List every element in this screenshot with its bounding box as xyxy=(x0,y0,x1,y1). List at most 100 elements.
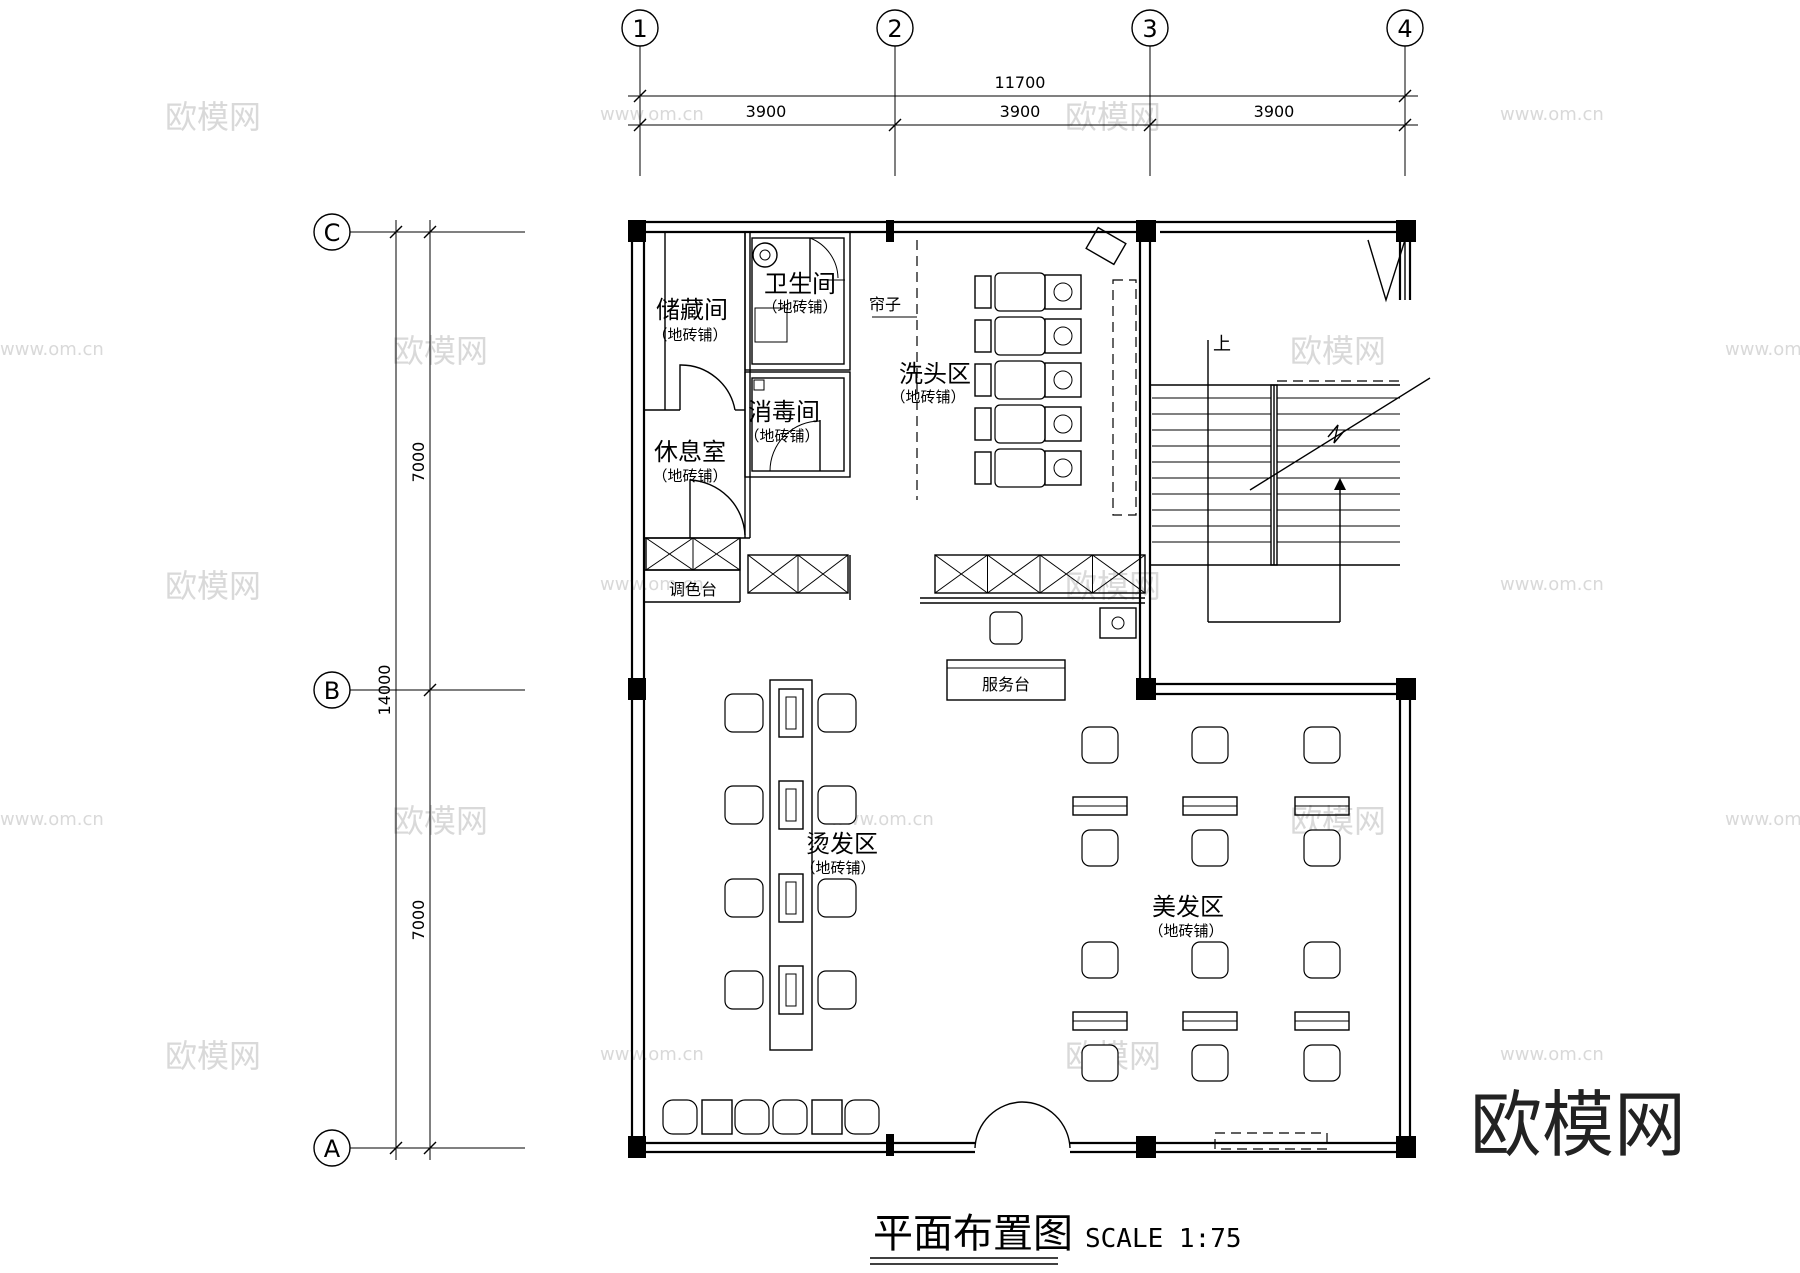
entry-door-right xyxy=(1021,1101,1071,1149)
wash-chair xyxy=(994,316,1046,356)
watermark-url: www.om.cn xyxy=(1725,339,1800,360)
cut-area: 美发区 （地砖铺） xyxy=(1072,726,1350,1150)
wash-footrest xyxy=(974,275,992,309)
perm-chair xyxy=(724,693,764,733)
wash-basin xyxy=(1044,274,1082,310)
cut-chair xyxy=(1303,726,1341,764)
axis-label-a: A xyxy=(324,1135,341,1163)
service-rooms: 调色台 储藏间 （地砖铺） 卫生间 （地砖铺） 消毒间 （地砖铺） 休息室 （地… xyxy=(644,231,851,603)
side-table xyxy=(701,1099,733,1135)
room-floor-note: （地砖铺） xyxy=(762,298,837,316)
axis-label-3: 3 xyxy=(1142,15,1157,43)
wash-chair xyxy=(994,272,1046,312)
desk-chair xyxy=(989,611,1023,645)
watermark-url: www.om.cn xyxy=(600,104,704,125)
perm-chair xyxy=(817,970,857,1010)
wash-footrest xyxy=(974,363,992,397)
watermark-brand: 欧模网 xyxy=(165,1037,261,1075)
column xyxy=(886,220,894,242)
toilet-fixture-icon xyxy=(752,242,778,268)
perm-chair xyxy=(817,878,857,918)
wash-chair xyxy=(994,360,1046,400)
stair-arrow-icon xyxy=(1334,478,1346,490)
perm-stations xyxy=(724,688,857,1015)
room-floor-note: （地砖铺） xyxy=(890,388,965,406)
wash-footrest xyxy=(974,319,992,353)
perm-chair xyxy=(724,970,764,1010)
drawing-title: 平面布置图 xyxy=(873,1211,1073,1257)
cut-chair xyxy=(1191,726,1229,764)
dimension-lines: 11700 3900 3900 3900 14000 7000 7000 xyxy=(375,73,1418,1160)
label-service: 服务台 xyxy=(982,675,1030,694)
toilet-room xyxy=(744,231,851,371)
counter-cross xyxy=(1039,554,1093,594)
wash-station-group xyxy=(974,272,1082,488)
wash-chair xyxy=(994,404,1046,444)
axis-label-2: 2 xyxy=(887,15,902,43)
cabinet xyxy=(1085,226,1127,266)
waiting-chair xyxy=(772,1099,808,1135)
wash-basin xyxy=(1044,362,1082,398)
label-palette: 调色台 xyxy=(669,580,717,599)
waiting-chair xyxy=(662,1099,698,1135)
stair-handrail xyxy=(1270,384,1278,566)
wash-basin-bowl xyxy=(1053,414,1073,434)
sterilize-room-inner xyxy=(751,377,845,472)
perm-dryer xyxy=(778,965,804,1015)
counter-cross xyxy=(934,554,988,594)
label-curtain: 帘子 xyxy=(869,295,901,314)
cut-chair xyxy=(1191,941,1229,979)
watermark-url: www.om.cn xyxy=(600,1044,704,1065)
perm-chair xyxy=(724,785,764,825)
room-label-perm: 烫发区 xyxy=(806,830,878,858)
room-label-lounge: 休息室 xyxy=(654,438,726,466)
title-block: 平面布置图 SCALE 1:75 xyxy=(870,1211,1242,1265)
wash-footrest xyxy=(974,407,992,441)
wash-footrest xyxy=(974,451,992,485)
watermark-url: www.om.cn xyxy=(1500,1044,1604,1065)
stair-treads xyxy=(1152,397,1400,543)
axis-grid: 1 2 3 4 C B A xyxy=(313,9,1424,1167)
perm-chair xyxy=(724,878,764,918)
cut-chair xyxy=(1081,941,1119,979)
watermark-brand: 欧模网 xyxy=(165,567,261,605)
cut-chair xyxy=(1191,829,1229,867)
column xyxy=(1136,678,1156,700)
waiting-chair xyxy=(734,1099,770,1135)
watermark-url: www.om.cn xyxy=(1725,809,1800,830)
cut-chair xyxy=(1303,829,1341,867)
side-table xyxy=(811,1099,843,1135)
perm-dryer xyxy=(778,688,804,738)
sterilize-room xyxy=(744,371,851,478)
stair-break-line xyxy=(1249,377,1431,491)
service-counter xyxy=(946,659,1066,701)
wash-basin xyxy=(1044,318,1082,354)
room-floor-note: （地砖铺） xyxy=(652,326,727,344)
watermark-brand: 欧模网 xyxy=(392,802,488,840)
dimension-x-1: 3900 xyxy=(746,102,787,121)
shower-tray xyxy=(754,307,788,343)
structural-columns xyxy=(628,220,1416,1158)
wash-chair xyxy=(994,448,1046,488)
room-label-sterilize: 消毒间 xyxy=(748,398,820,426)
storage-door xyxy=(679,364,736,411)
cut-chair xyxy=(1303,941,1341,979)
room-floor-note: （地砖铺） xyxy=(1148,922,1223,940)
wash-basin xyxy=(1044,450,1082,486)
counter-cross xyxy=(987,554,1041,594)
perm-dryer-inner xyxy=(785,696,797,730)
column xyxy=(628,678,646,700)
counter-cross xyxy=(1092,554,1146,594)
drawing-scale: SCALE 1:75 xyxy=(1085,1224,1242,1254)
perm-dryer-inner xyxy=(785,788,797,822)
dimension-total-x: 11700 xyxy=(995,73,1046,92)
stair-door xyxy=(1367,239,1406,303)
perm-dryer xyxy=(778,873,804,923)
watermark-url: www.om.cn xyxy=(600,574,704,595)
watermark-brand: 欧模网 xyxy=(1065,98,1161,136)
watermark-brand: 欧模网 xyxy=(392,332,488,370)
room-floor-note: （地砖铺） xyxy=(652,467,727,485)
column xyxy=(1396,220,1416,242)
room-label-storage: 储藏间 xyxy=(656,296,728,324)
label-stair-up: 上 xyxy=(1213,334,1231,355)
